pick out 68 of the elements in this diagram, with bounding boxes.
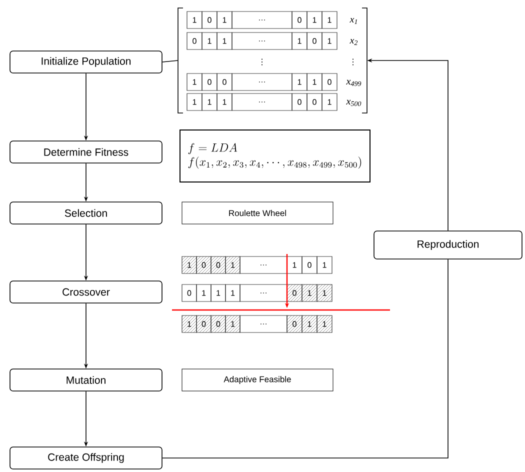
table-cell: 1: [302, 315, 318, 333]
process-box: Initialize Population: [10, 50, 162, 74]
table-cell: 0: [292, 11, 308, 29]
process-box: Selection: [10, 202, 162, 224]
process-box: Determine Fitness: [10, 140, 162, 164]
table-cell: …: [240, 284, 288, 302]
ellipsis: ⋮: [352, 58, 354, 66]
table-cell: 1: [316, 315, 332, 333]
table-cell: …: [240, 256, 288, 274]
table-cell: …: [232, 32, 292, 50]
table-cell: 1: [216, 11, 232, 29]
table-cell: …: [232, 93, 292, 111]
table-cell: 0: [202, 73, 218, 91]
table-cell: 0: [322, 73, 338, 91]
table-cell: 1: [302, 284, 318, 302]
table-cell: 1: [306, 11, 322, 29]
table-cell: 1: [292, 32, 308, 50]
table-cell: 0: [306, 93, 322, 111]
table-cell: 1: [225, 315, 240, 333]
row-label: x$_{1}$: [350, 18, 357, 24]
row-label: x$_{500}$: [346, 100, 362, 106]
row-label: x$_{2}$: [350, 38, 358, 46]
table-cell: 1: [216, 32, 232, 50]
table-cell: 1: [186, 93, 202, 111]
table-cell: 1: [286, 256, 302, 274]
table-cell: 1: [225, 284, 240, 302]
table-cell: 0: [292, 93, 308, 111]
formula-box: $f = LDA$ $f(x_1,x_2,x_3,x_4,\cdots,x_{498},x_{499},x_{500})$: [180, 130, 370, 182]
table-cell: 1: [202, 93, 218, 111]
table-cell: 1: [210, 284, 226, 302]
method-box: Roulette Wheel: [182, 202, 334, 224]
process-box: Reproduction: [374, 230, 522, 260]
table-cell: 1: [322, 11, 338, 29]
table-cell: 1: [186, 73, 202, 91]
table-cell: …: [232, 73, 292, 91]
process-box: Mutation: [10, 368, 162, 392]
table-cell: 0: [302, 256, 318, 274]
table-cell: 0: [216, 73, 232, 91]
process-box: Create Offspring: [10, 446, 162, 470]
table-cell: 0: [210, 256, 226, 274]
table-cell: 1: [196, 284, 212, 302]
table-cell: 1: [202, 32, 218, 50]
table-cell: 1: [182, 256, 197, 274]
table-cell: 0: [286, 315, 302, 333]
table-cell: 1: [292, 73, 308, 91]
table-cell: 1: [216, 93, 232, 111]
table-cell: …: [232, 11, 292, 29]
table-cell: 0: [202, 11, 218, 29]
row-label: x$_{499}$: [346, 80, 362, 86]
table-cell: 1: [322, 93, 338, 111]
table-cell: 0: [210, 315, 226, 333]
table-cell: 0: [196, 256, 212, 274]
process-box: Crossover: [10, 280, 162, 304]
table-cell: 1: [225, 256, 240, 274]
table-cell: 0: [286, 284, 302, 302]
method-box: Adaptive Feasible: [182, 368, 334, 392]
table-cell: 1: [186, 11, 202, 29]
table-cell: 1: [316, 256, 332, 274]
matrix-bracket: [178, 8, 368, 114]
table-cell: 0: [186, 32, 202, 50]
table-cell: 1: [182, 315, 197, 333]
table-cell: …: [240, 315, 288, 333]
table-cell: 1: [316, 284, 332, 302]
table-cell: 0: [306, 32, 322, 50]
table-cell: 0: [196, 315, 212, 333]
table-cell: 1: [306, 73, 322, 91]
table-cell: 1: [322, 32, 338, 50]
table-cell: 0: [182, 284, 197, 302]
